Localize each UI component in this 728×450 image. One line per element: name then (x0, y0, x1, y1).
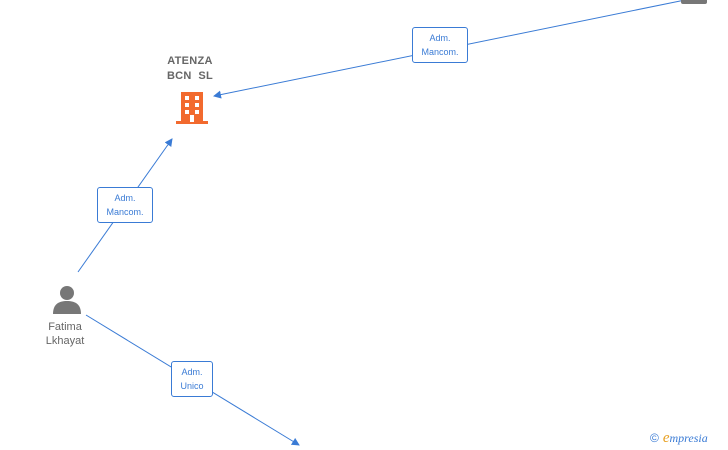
edge-label-offscreen-to-company[interactable]: Adm. Mancom. (412, 27, 468, 63)
edge-label-person-to-offscreen-bottom[interactable]: Adm. Unico (171, 361, 213, 397)
person-name[interactable]: Fatima Lkhayat (30, 320, 100, 348)
building-icon[interactable] (176, 92, 208, 124)
edge-label-type: Unico (180, 381, 204, 391)
brand-name: mpresia (669, 431, 708, 445)
person-name-line-2: Lkhayat (45, 335, 85, 347)
edge-label-role: Adm. (114, 193, 136, 203)
company-name-line-2: BCN SL (166, 70, 214, 82)
brand-watermark: ©empresia (650, 430, 708, 447)
edge-label-role: Adm. (429, 33, 451, 43)
person-icon[interactable] (681, 0, 707, 4)
company-name[interactable]: ATENZA BCN SL (150, 54, 230, 84)
copyright-icon: © (650, 431, 659, 445)
person-icon[interactable] (53, 286, 81, 314)
edge-label-type: Mancom. (421, 47, 459, 57)
company-name-line-1: ATENZA (167, 55, 213, 67)
edge-label-type: Mancom. (106, 207, 144, 217)
edge-label-role: Adm. (181, 367, 203, 377)
brand-logo-letter: e (662, 430, 670, 446)
edge-label-person-to-company[interactable]: Adm. Mancom. (97, 187, 153, 223)
person-name-line-1: Fatima (48, 321, 82, 333)
